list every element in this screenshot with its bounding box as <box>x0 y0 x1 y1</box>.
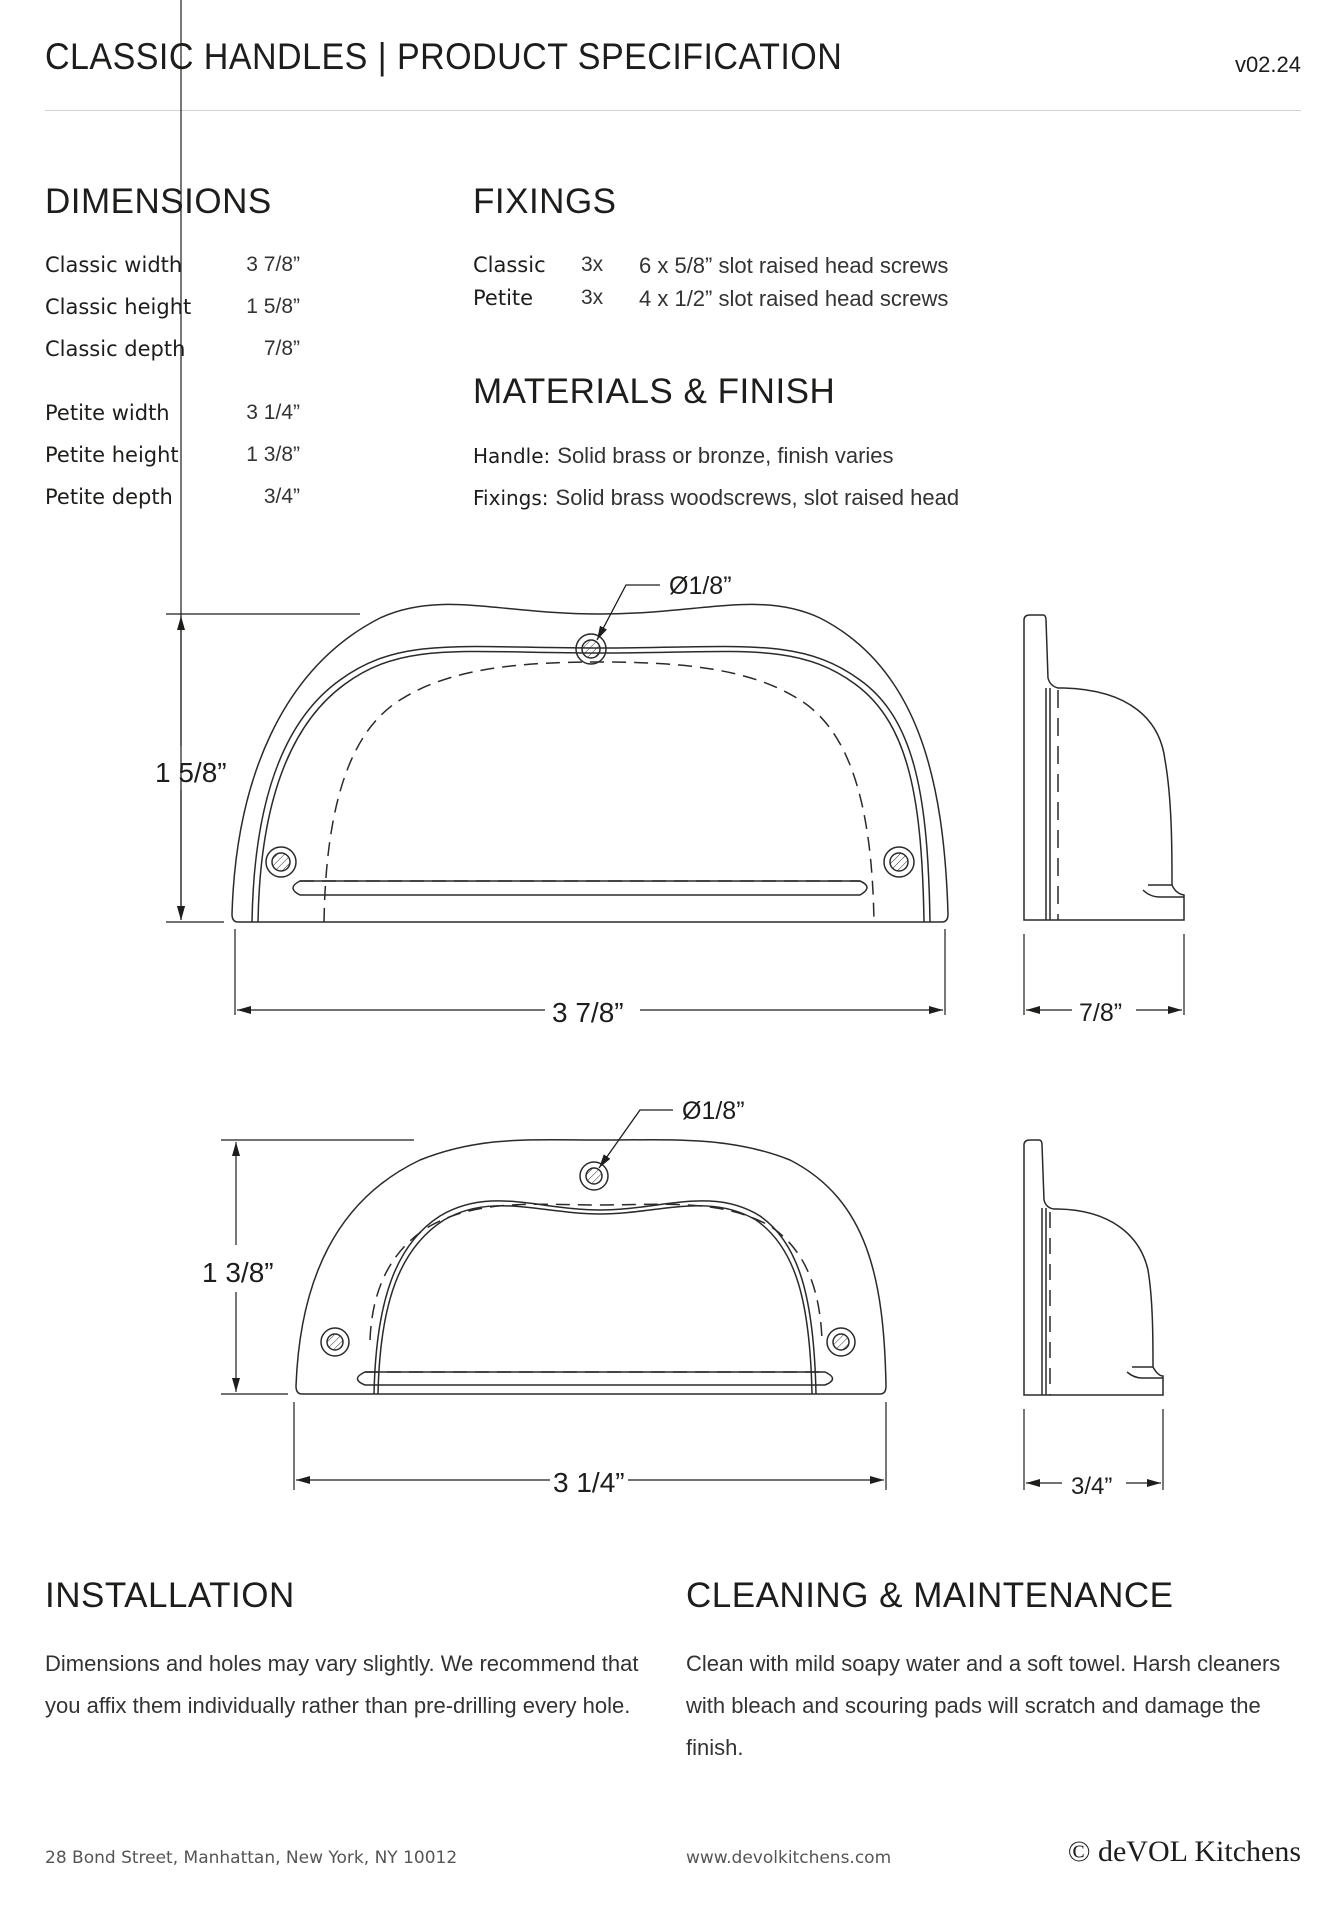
version-label: v02.24 <box>1234 52 1301 77</box>
material-key: Fixings: <box>473 486 549 510</box>
classic-height-label: 1 5/8” <box>155 757 227 788</box>
dimension-label: Petite height <box>45 443 179 467</box>
petite-depth-label: 3/4” <box>1071 1473 1112 1500</box>
classic-hole-callout <box>596 584 660 641</box>
material-key: Handle: <box>473 444 551 468</box>
footer-website[interactable]: www.devolkitchens.com <box>686 1848 892 1868</box>
technical-drawings: Ø1/8” 1 5/8” 3 7/8” 7/8” <box>155 0 1185 1500</box>
dimension-row: Petite width 3 1/4” <box>0 401 400 431</box>
dimension-label: Classic depth <box>45 337 186 361</box>
classic-side-view <box>1023 614 1185 921</box>
petite-height-dimension <box>221 1139 414 1395</box>
dimension-label: Classic width <box>45 253 183 277</box>
brand-logo: © deVOL Kitchens <box>1067 1835 1301 1868</box>
petite-depth-dimension <box>1023 1409 1164 1490</box>
dimension-value: 3/4” <box>263 485 300 508</box>
classic-depth-dimension <box>1023 934 1185 1015</box>
screw-hole-icon <box>883 846 915 878</box>
petite-front-view <box>295 1139 887 1395</box>
fixing-quantity: 3x <box>581 286 604 309</box>
footer-address: 28 Bond Street, Manhattan, New York, NY … <box>45 1848 458 1868</box>
dimension-value: 1 3/8” <box>246 443 300 466</box>
fixing-name: Petite <box>473 286 534 310</box>
dimension-value: 3 1/4” <box>246 401 300 424</box>
fixing-quantity: 3x <box>581 253 604 276</box>
screw-hole-icon <box>826 1327 856 1357</box>
fixing-name: Classic <box>473 253 546 277</box>
dimension-label: Petite width <box>45 401 170 425</box>
screw-hole-icon <box>575 633 607 665</box>
cleaning-heading: CLEANING & MAINTENANCE <box>686 1576 1174 1615</box>
installation-heading: INSTALLATION <box>45 1576 295 1615</box>
fixing-description: 6 x 5/8” slot raised head screws <box>639 253 949 278</box>
dimension-value: 1 5/8” <box>246 295 300 318</box>
dimension-row: Classic height 1 5/8” <box>0 295 400 325</box>
classic-height-dimension <box>166 0 360 923</box>
classic-width-dimension <box>234 929 946 1015</box>
cleaning-text: Clean with mild soapy water and a soft t… <box>686 1651 1281 1760</box>
fixing-row: Classic 3x 6 x 5/8” slot raised head scr… <box>0 253 1000 283</box>
classic-depth-label: 7/8” <box>1079 999 1122 1027</box>
material-row: Handle: Solid brass or bronze, finish va… <box>473 443 894 469</box>
classic-front-view <box>231 603 949 923</box>
page-title: CLASSIC HANDLES | PRODUCT SPECIFICATION <box>45 36 843 77</box>
petite-hole-callout <box>598 1109 673 1169</box>
dimension-value: 3 7/8” <box>246 253 300 276</box>
screw-hole-icon <box>579 1161 609 1191</box>
dimension-row: Classic depth 7/8” <box>0 337 400 367</box>
dimension-label: Petite depth <box>45 485 173 509</box>
material-value: Solid brass woodscrews, slot raised head <box>555 485 960 510</box>
fixing-row: Petite 3x 4 x 1/2” slot raised head scre… <box>0 286 1000 316</box>
dimension-value: 7/8” <box>263 337 300 360</box>
fixing-description: 4 x 1/2” slot raised head screws <box>639 286 949 311</box>
petite-height-label: 1 3/8” <box>202 1257 274 1288</box>
materials-heading: MATERIALS & FINISH <box>473 372 836 411</box>
fixings-heading: FIXINGS <box>473 182 617 221</box>
dimension-row: Petite depth 3/4” <box>0 485 400 515</box>
material-value: Solid brass or bronze, finish varies <box>557 443 894 468</box>
petite-hole-label: Ø1/8” <box>682 1097 745 1125</box>
petite-side-view <box>1023 1139 1164 1396</box>
material-row: Fixings: Solid brass woodscrews, slot ra… <box>473 485 959 511</box>
dimensions-heading: DIMENSIONS <box>45 182 272 221</box>
dimension-row: Petite height 1 3/8” <box>0 443 400 473</box>
classic-width-label: 3 7/8” <box>552 997 624 1028</box>
dimension-label: Classic height <box>45 295 192 319</box>
header-divider <box>45 110 1301 111</box>
dimension-row: Classic width 3 7/8” <box>0 253 400 283</box>
classic-hole-label: Ø1/8” <box>669 572 732 600</box>
screw-hole-icon <box>265 846 297 878</box>
petite-width-label: 3 1/4” <box>553 1467 625 1498</box>
petite-width-dimension <box>293 1402 887 1490</box>
installation-text: Dimensions and holes may vary slightly. … <box>45 1651 639 1718</box>
screw-hole-icon <box>320 1327 350 1357</box>
